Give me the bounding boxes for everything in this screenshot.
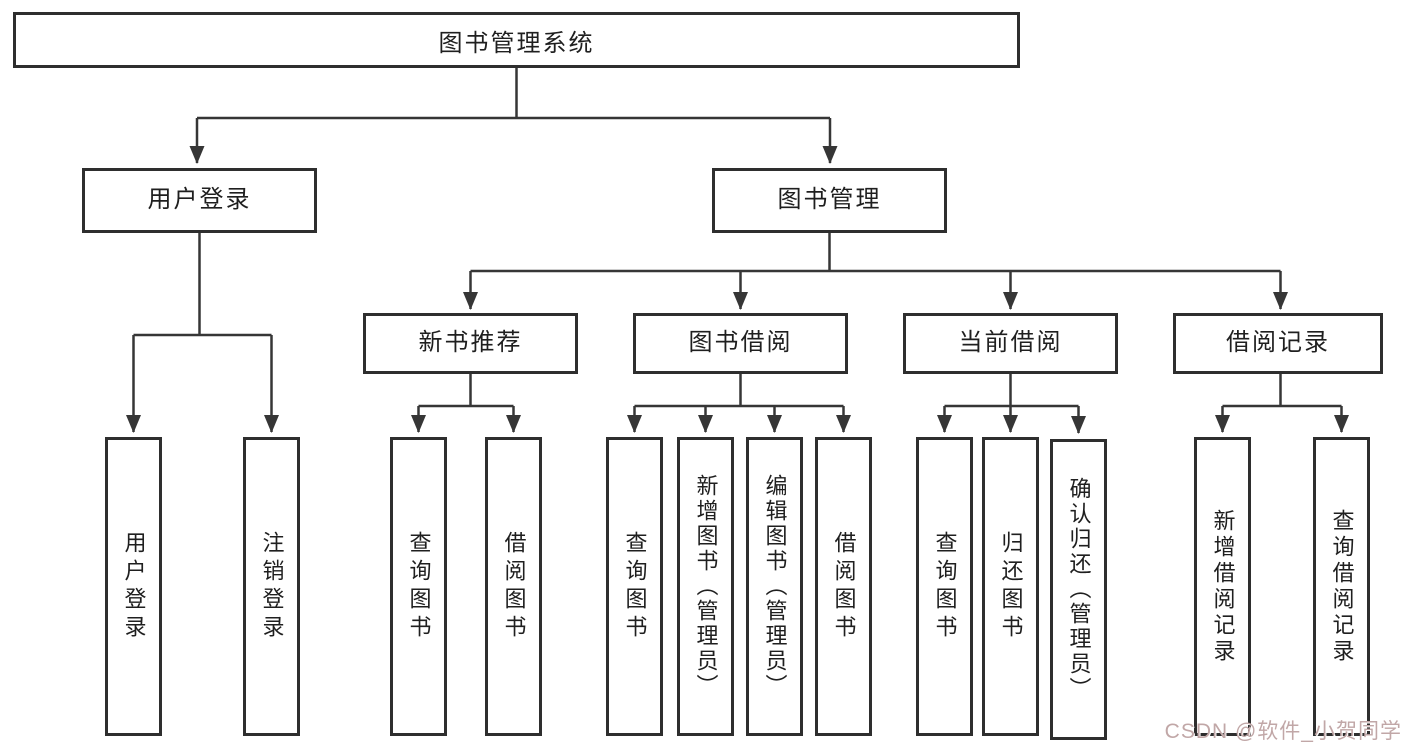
node-user-login: 用户登录 xyxy=(82,168,317,233)
node-borrow-records: 借阅记录 xyxy=(1173,313,1383,374)
leaf-add-borrow-record: 新增借阅记录 xyxy=(1194,437,1251,736)
leaf-search-borrow-record: 查询借阅记录 xyxy=(1313,437,1370,736)
leaf-add-book-admin: 新增图书（管理员） xyxy=(677,437,734,736)
node-book-borrow: 图书借阅 xyxy=(633,313,848,374)
node-book-management: 图书管理 xyxy=(712,168,947,233)
leaf-logout: 注销登录 xyxy=(243,437,300,736)
leaf-return-book: 归还图书 xyxy=(982,437,1039,736)
node-current-borrow: 当前借阅 xyxy=(903,313,1118,374)
node-root-library-management-system: 图书管理系统 xyxy=(13,12,1020,68)
leaf-borrow-book-recommend: 借阅图书 xyxy=(485,437,542,736)
leaf-search-book-current: 查询图书 xyxy=(916,437,973,736)
leaf-user-login: 用户登录 xyxy=(105,437,162,736)
node-new-book-recommend: 新书推荐 xyxy=(363,313,578,374)
leaf-search-book-recommend: 查询图书 xyxy=(390,437,447,736)
leaf-confirm-return-admin: 确认归还（管理员） xyxy=(1050,439,1107,740)
leaf-search-book-borrow: 查询图书 xyxy=(606,437,663,736)
csdn-watermark: CSDN @软件_小贺同学 xyxy=(1164,720,1402,743)
leaf-edit-book-admin: 编辑图书（管理员） xyxy=(746,437,803,736)
leaf-borrow-book: 借阅图书 xyxy=(815,437,872,736)
